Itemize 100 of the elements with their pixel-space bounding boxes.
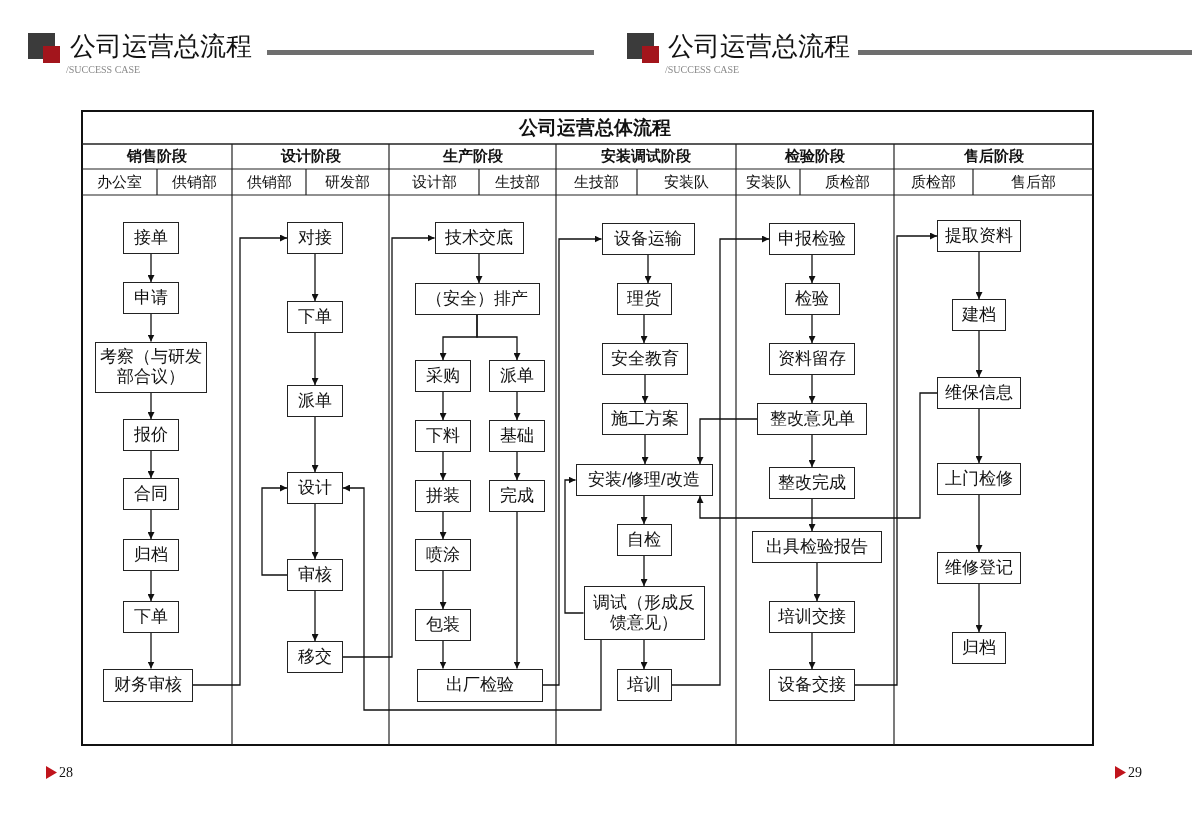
process-box: 对接 (287, 222, 343, 254)
department-label: 安装队 (744, 171, 792, 192)
arrow (641, 374, 649, 404)
process-box: 下单 (287, 301, 343, 333)
process-box: 技术交底 (434, 222, 524, 254)
arrow (640, 639, 648, 670)
process-box: 上门检修 (937, 463, 1021, 495)
process-box: 调试（形成反馈意见） (583, 586, 705, 640)
process-box: 培训 (616, 669, 672, 701)
arrow (975, 408, 983, 464)
process-box: 财务审核 (103, 668, 193, 702)
arrow (476, 314, 521, 361)
process-box: 包装 (415, 609, 471, 641)
process-box: 整改完成 (769, 467, 855, 499)
arrow (147, 570, 155, 602)
process-box: 基础 (489, 420, 545, 452)
arrow (808, 314, 816, 344)
process-box: 设备运输 (601, 223, 695, 255)
process-box: 报价 (123, 419, 179, 451)
process-box: 资料留存 (769, 343, 855, 375)
process-box: 拼装 (415, 480, 471, 512)
process-box: 归档 (123, 539, 179, 571)
process-box: 派单 (287, 385, 343, 417)
arrow (147, 313, 155, 343)
arrow (813, 562, 821, 602)
process-box: 设备交接 (769, 669, 855, 701)
process-box: 安装/修理/改造 (575, 464, 713, 496)
arrow (439, 451, 447, 481)
process-box: 派单 (489, 360, 545, 392)
process-box: 施工方案 (602, 403, 688, 435)
arrow (808, 498, 816, 532)
arrow (641, 434, 649, 465)
process-box: 维修登记 (937, 552, 1021, 584)
page-subheading: /SUCCESS CASE (665, 62, 741, 76)
department-label: 供销部 (245, 171, 293, 192)
arrow (640, 555, 648, 587)
process-box: 合同 (123, 478, 179, 510)
arrow (147, 253, 155, 283)
department-label: 办公室 (96, 171, 143, 192)
department-label: 生技部 (494, 171, 541, 192)
page-number: 28 (59, 764, 74, 782)
process-box: 接单 (123, 222, 179, 254)
arrow (342, 234, 436, 658)
arrow (311, 503, 319, 560)
phase-header: 安装调试阶段 (600, 146, 692, 166)
process-box: 安全教育 (602, 343, 688, 375)
phase-header: 销售阶段 (125, 146, 188, 166)
arrow (513, 511, 521, 670)
department-label: 研发部 (324, 171, 371, 192)
arrow (696, 392, 938, 519)
phase-header: 设计阶段 (279, 146, 342, 166)
arrow (311, 253, 319, 302)
department-label: 供销部 (171, 171, 218, 192)
arrow (808, 434, 816, 468)
arrow (640, 314, 648, 344)
arrow (975, 251, 983, 300)
table-title: 公司运营总体流程 (518, 116, 672, 140)
process-box: 完成 (489, 480, 545, 512)
arrow (439, 391, 447, 421)
process-box: 喷涂 (415, 539, 471, 571)
arrow (564, 476, 585, 614)
arrow (513, 451, 521, 481)
arrow (311, 332, 319, 386)
page-heading: 公司运营总流程 (668, 29, 851, 63)
page-subheading: /SUCCESS CASE (66, 62, 142, 76)
process-box: 培训交接 (769, 601, 855, 633)
process-box: 建档 (952, 299, 1006, 331)
department-label: 质检部 (910, 171, 957, 192)
department-label: 设计部 (410, 171, 458, 192)
process-box: 申报检验 (769, 223, 855, 255)
arrow (439, 570, 447, 610)
arrow (640, 495, 648, 525)
department-label: 安装队 (663, 171, 710, 192)
page-heading: 公司运营总流程 (70, 29, 253, 63)
process-box: 整改意见单 (757, 403, 867, 435)
department-label: 售后部 (1009, 171, 1057, 192)
arrow (513, 391, 521, 421)
process-box: 出厂检验 (417, 668, 543, 702)
arrow (311, 590, 319, 642)
arrow (808, 254, 816, 284)
arrow (542, 235, 603, 686)
arrow (192, 234, 288, 686)
process-box: 下料 (415, 420, 471, 452)
arrow (147, 391, 155, 420)
arrow (147, 509, 155, 540)
process-box: 检验 (784, 283, 840, 315)
arrow (439, 511, 447, 540)
process-box: 下单 (123, 601, 179, 633)
process-box: 考察（与研发部合议） (95, 341, 207, 393)
phase-header: 检验阶段 (783, 146, 846, 166)
arrow (808, 374, 816, 404)
arrow (670, 235, 770, 686)
arrow (311, 416, 319, 473)
process-box: 理货 (616, 283, 672, 315)
arrow (854, 232, 938, 686)
page-number: 29 (1128, 764, 1143, 782)
arrow (975, 494, 983, 553)
process-box: 提取资料 (937, 220, 1021, 252)
arrow (975, 583, 983, 633)
phase-header: 售后阶段 (962, 146, 1025, 166)
